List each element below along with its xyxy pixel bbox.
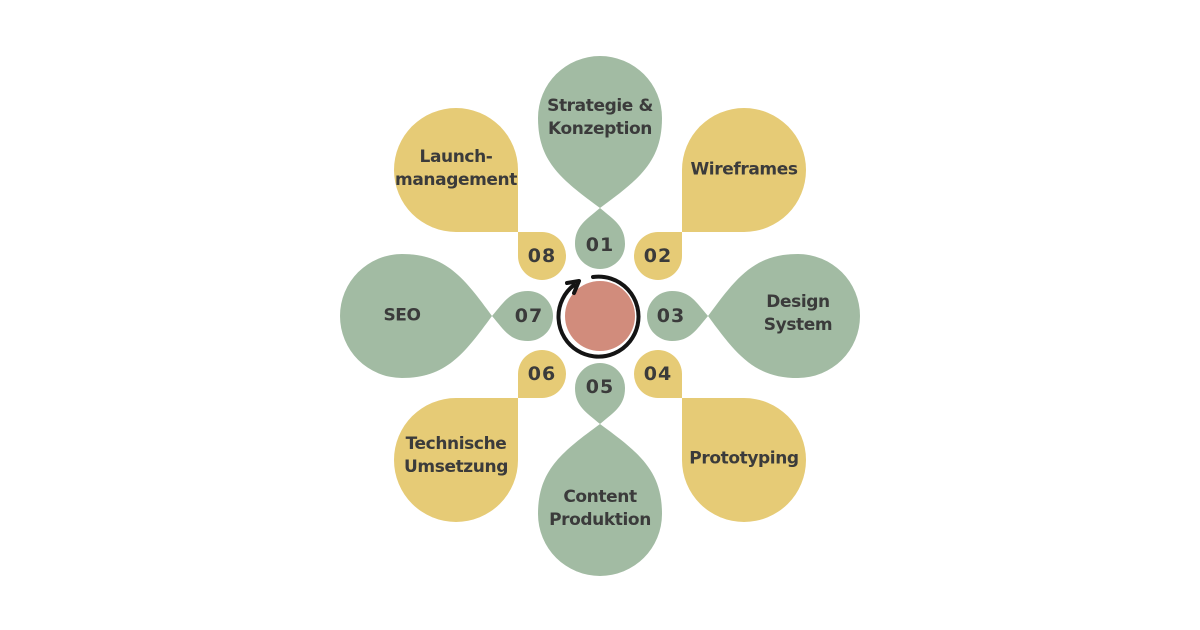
step-number-shape-01: [575, 208, 625, 269]
petal-shape-technische-umsetzung: [394, 398, 518, 522]
step-number-05: 05: [585, 376, 615, 398]
step-number-shape-03: [647, 291, 708, 341]
petal-shape-strategie: [538, 56, 662, 208]
petal-label-seo: SEO: [383, 305, 421, 326]
step-number-shape-06: [518, 350, 566, 398]
petal-label-wireframes: Wireframes: [690, 159, 798, 180]
step-number-01: 01: [585, 234, 615, 256]
step-number-08: 08: [527, 245, 557, 267]
petal-label-design-system: Design System: [763, 292, 833, 335]
petal-shape-prototyping: [682, 398, 806, 522]
petal-label-strategie-konzeption: Strategie & Konzeption: [547, 96, 653, 139]
step-number-shape-02: [634, 232, 682, 280]
cycle-arrow-head-icon: [565, 279, 581, 295]
step-number-04: 04: [643, 363, 673, 385]
step-number-06: 06: [527, 363, 557, 385]
petal-shape-design-system: [708, 254, 860, 378]
petal-label-content-produktion: Content Produktion: [549, 487, 651, 530]
petal-shape-launchmanagement: [394, 108, 518, 232]
step-number-shape-07: [492, 291, 553, 341]
step-number-shape-08: [518, 232, 566, 280]
petal-shape-wireframes: [682, 108, 806, 232]
center-circle: [565, 281, 635, 351]
step-number-shape-05: [575, 363, 625, 424]
step-number-02: 02: [643, 245, 673, 267]
step-number-03: 03: [656, 305, 686, 327]
cycle-arrow-icon: [556, 274, 641, 359]
petal-label-prototyping: Prototyping: [689, 448, 799, 469]
petal-shape-seo: [340, 254, 492, 378]
step-number-07: 07: [514, 305, 544, 327]
petal-shape-content-produktion: [538, 424, 662, 576]
step-number-shape-04: [634, 350, 682, 398]
petal-label-technische-umsetzung: Technische Umsetzung: [404, 434, 508, 477]
petal-label-launchmanagement: Launch- management: [395, 147, 517, 190]
